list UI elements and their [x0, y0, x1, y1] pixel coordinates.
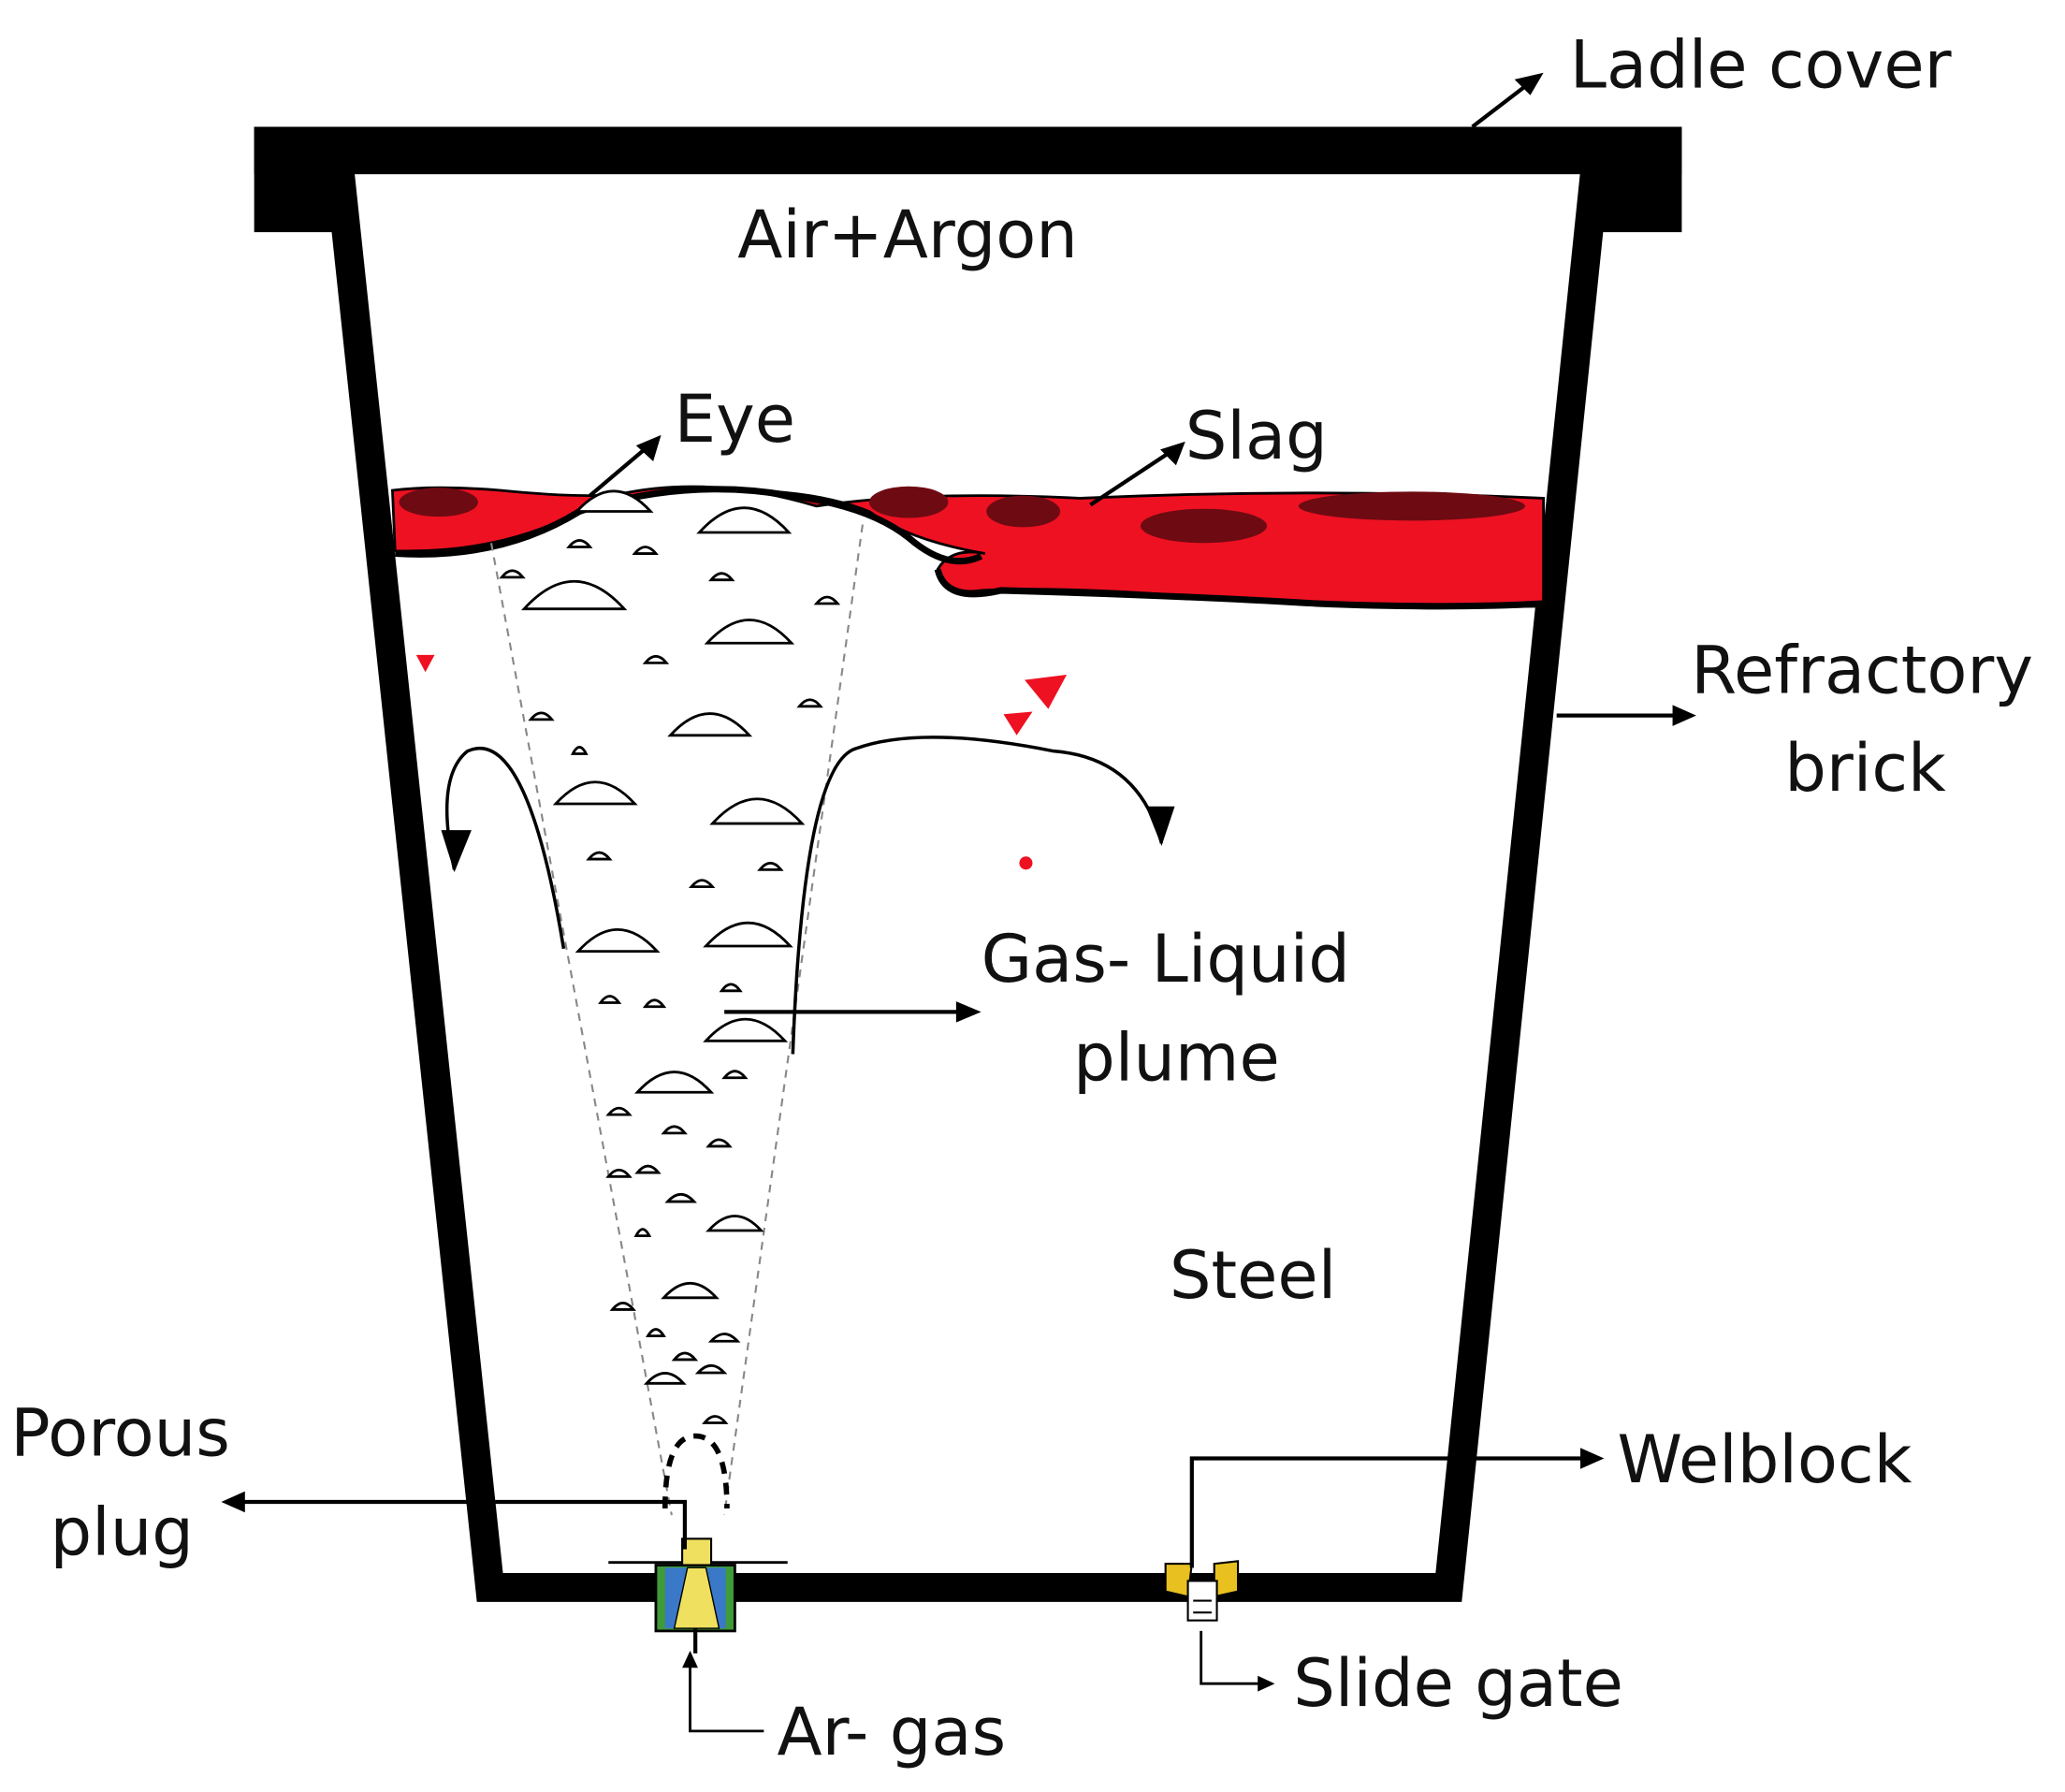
gas-bubble: [574, 489, 654, 513]
gas-bubble: [634, 1071, 715, 1094]
slag-droplets: [415, 654, 1068, 870]
circulation-flow-arrows: [441, 736, 1175, 1055]
label-slide-gate: Slide gate: [1293, 1645, 1623, 1722]
gas-bubble: [605, 1168, 633, 1178]
slag-inclusion: [1140, 508, 1268, 544]
slag-inclusion: [1298, 491, 1525, 521]
gas-bubble: [703, 1017, 789, 1042]
gas-bubble: [694, 1363, 728, 1375]
gas-bubble: [609, 1302, 636, 1311]
label-gas-liquid: Gas- Liquid: [982, 921, 1350, 998]
label-plume: plume: [1073, 1020, 1280, 1097]
gas-bubble: [634, 1164, 662, 1174]
porous-plug: [608, 1537, 788, 1654]
label-porous: Porous: [10, 1395, 230, 1472]
slag-inclusion: [868, 486, 949, 518]
slide-gate-assembly: [1164, 1560, 1240, 1622]
gas-bubble: [719, 983, 743, 993]
labels: Ladle cover Air+Argon Eye Slag Refractor…: [10, 26, 2033, 1770]
gas-bubble: [704, 619, 795, 645]
gas-bubble: [664, 1192, 697, 1203]
gas-bubble: [667, 712, 753, 737]
gas-bubble: [708, 572, 735, 582]
gas-bubble: [696, 506, 793, 534]
gas-bubble: [642, 998, 667, 1009]
gas-bubble: [566, 539, 593, 548]
gas-bubble: [671, 1351, 699, 1362]
slag-layer: [390, 485, 1546, 610]
gas-bubble: [528, 711, 555, 721]
slag-inclusion: [986, 495, 1061, 528]
label-slag: Slag: [1185, 398, 1328, 474]
label-brick: brick: [1784, 730, 1946, 807]
label-ladle-cover: Ladle cover: [1570, 26, 1952, 103]
gas-bubble: [633, 1228, 652, 1238]
gas-bubble: [552, 780, 638, 806]
gas-bubble: [702, 1415, 729, 1424]
leader-lines: [234, 78, 1683, 1733]
gas-bubble: [570, 746, 589, 755]
slag-inclusion: [399, 488, 478, 517]
gas-bubble: [632, 546, 659, 555]
gas-bubble: [643, 1372, 687, 1385]
gas-bubble: [721, 1070, 749, 1080]
label-welblock: Welblock: [1617, 1421, 1912, 1498]
gas-bubble: [757, 861, 784, 871]
gas-bubble: [705, 1215, 764, 1232]
arrow-heads: [221, 72, 1696, 1692]
label-refractory: Refractory: [1691, 633, 2033, 709]
gas-bubble: [598, 995, 622, 1004]
gas-bubble: [521, 579, 628, 611]
plume-cone: [489, 524, 864, 1516]
label-air-argon: Air+Argon: [737, 197, 1078, 273]
label-ar-gas: Ar- gas: [777, 1694, 1006, 1770]
gas-bubble: [689, 879, 716, 889]
gas-bubble: [661, 1125, 688, 1135]
gas-bubble: [661, 1282, 720, 1300]
gas-bubble: [709, 797, 806, 825]
label-steel: Steel: [1170, 1237, 1336, 1314]
gas-bubbles: [499, 489, 841, 1424]
gas-bubble: [796, 698, 823, 708]
gas-bubble: [605, 1106, 633, 1116]
gas-bubble: [703, 922, 793, 948]
initial-bubble: [662, 1433, 730, 1508]
label-plug: plug: [50, 1493, 193, 1570]
refractory-brick-walls: [324, 156, 1611, 1602]
gas-bubble: [646, 1328, 666, 1338]
label-eye: Eye: [675, 381, 795, 458]
gas-bubble: [705, 1138, 733, 1148]
gas-bubble: [707, 1333, 741, 1343]
gas-bubble: [586, 851, 613, 861]
gas-bubble: [574, 928, 661, 954]
gas-bubble: [499, 569, 526, 579]
gas-bubble: [813, 595, 841, 605]
gas-bubble: [642, 654, 670, 664]
